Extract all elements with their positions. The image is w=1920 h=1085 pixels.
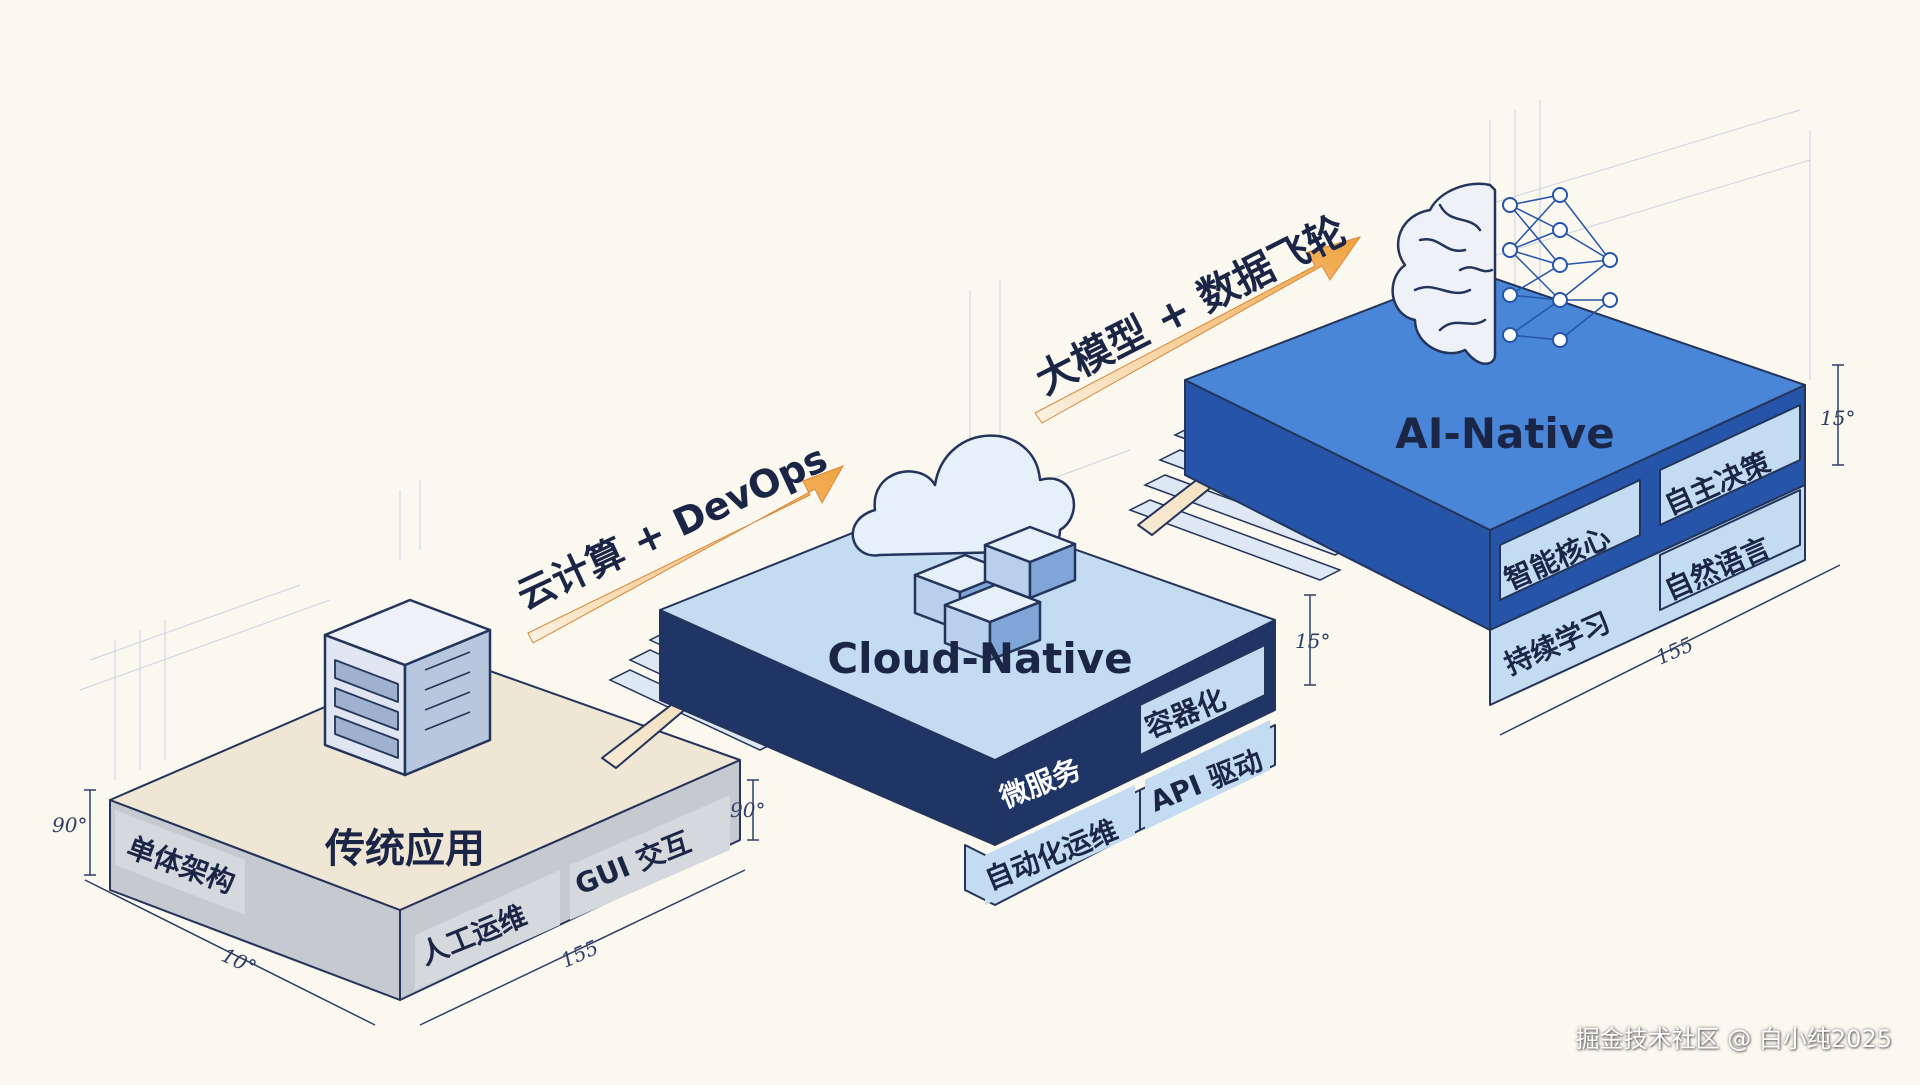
stage3-dim-height: 15° (1820, 406, 1855, 430)
stage3-dim-width: 155 (1652, 632, 1697, 669)
stage1-dim-height: 90° (52, 813, 87, 837)
stage1-dim-depth: 10° (218, 943, 260, 980)
stage2-title: Cloud-Native (827, 634, 1132, 683)
server-rack-icon (325, 600, 490, 775)
stage2-dim-side: 15° (1295, 629, 1330, 653)
stage2-dim-height: 90° (730, 798, 765, 822)
stage3-title: AI-Native (1395, 409, 1614, 458)
stage1-title: 传统应用 (324, 826, 485, 872)
watermark: 掘金技术社区 @ 白小纯2025 (1576, 1019, 1892, 1054)
